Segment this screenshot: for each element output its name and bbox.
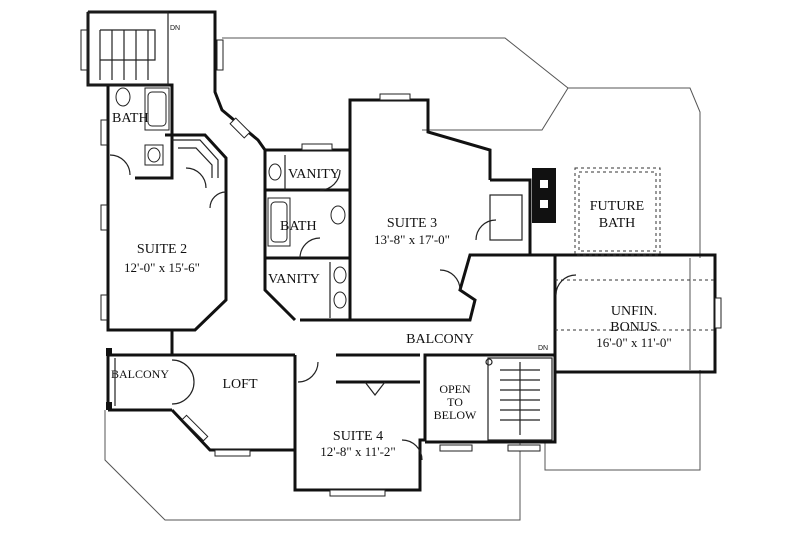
- label-loft: LOFT: [223, 377, 258, 392]
- room-labels: BATH SUITE 2 12'-0" x 15'-6" VANITY BATH…: [111, 25, 672, 459]
- label-balcony-main: BALCONY: [406, 332, 474, 347]
- interior-details: [87, 11, 715, 461]
- label-vanity-top: VANITY: [288, 167, 340, 182]
- label-bonus-dims: 16'-0" x 11'-0": [596, 335, 671, 350]
- label-vanity-bot: VANITY: [268, 272, 320, 287]
- windows: [80, 29, 722, 497]
- label-open-1: OPEN: [439, 382, 471, 396]
- label-balcony-left: BALCONY: [111, 367, 169, 381]
- label-future-bath-1: FUTURE: [590, 199, 644, 214]
- label-open-2: TO: [447, 395, 463, 409]
- label-suite3-dims: 13'-8" x 17'-0": [374, 232, 450, 247]
- label-bath-top: BATH: [112, 111, 149, 126]
- label-suite2: SUITE 2: [137, 242, 187, 257]
- label-suite4: SUITE 4: [333, 429, 383, 444]
- label-stair-top-dn: DN: [170, 25, 180, 32]
- label-future-bath-2: BATH: [599, 216, 636, 231]
- label-stair-right-dn: DN: [538, 345, 548, 352]
- label-suite3: SUITE 3: [387, 216, 437, 231]
- label-open-3: BELOW: [434, 408, 477, 422]
- label-suite2-dims: 12'-0" x 15'-6": [124, 260, 200, 275]
- label-bonus-2: BONUS: [610, 320, 657, 335]
- roof-outline: [104, 37, 701, 521]
- label-suite4-dims: 12'-8" x 11'-2": [320, 444, 395, 459]
- label-bonus-1: UNFIN.: [611, 304, 657, 319]
- label-bath-mid: BATH: [280, 219, 317, 234]
